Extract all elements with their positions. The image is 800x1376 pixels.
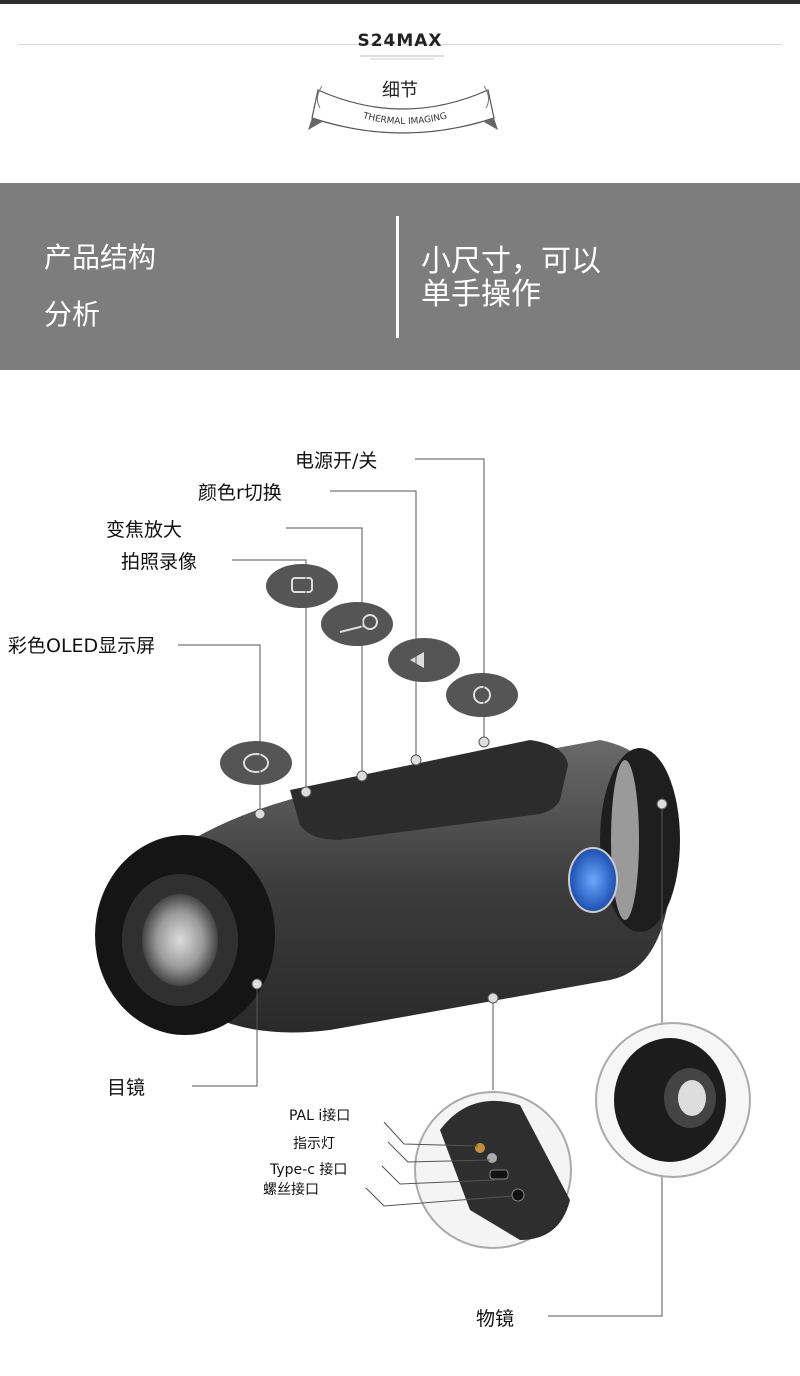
brand-logo-icon — [568, 847, 618, 913]
banner-right-line1: 小尺寸，可以 — [421, 244, 601, 279]
leader-lines — [178, 458, 663, 1317]
label-indicator: 指示灯 — [293, 1136, 335, 1152]
banner-left-line2: 分析 — [44, 298, 101, 331]
label-zoom: 变焦放大 — [106, 519, 183, 541]
ribbon-subtitle: THERMAL IMAGING — [361, 111, 448, 127]
label-typec-port: Type-c 接口 — [270, 1162, 348, 1178]
label-color-switch: 颜色r切换 — [198, 482, 282, 504]
zoom-button-icon — [321, 602, 393, 646]
feature-banner — [0, 183, 800, 370]
label-eyepiece: 目镜 — [107, 1077, 146, 1099]
ribbon-title: 细节 — [382, 80, 418, 101]
ribbon-badge — [308, 85, 498, 134]
svg-text:THERMAL IMAGING: THERMAL IMAGING — [361, 111, 448, 127]
banner-right-text: 小尺寸，可以 单手操作 — [421, 245, 661, 311]
control-panel — [290, 740, 568, 840]
label-objective: 物镜 — [476, 1308, 515, 1330]
device-illustration — [95, 458, 751, 1317]
label-pal-port: PAL i接口 — [289, 1108, 351, 1124]
banner-right-line2: 单手操作 — [421, 277, 541, 312]
port-leader-lines — [365, 1121, 513, 1207]
label-power: 电源开/关 — [295, 450, 378, 472]
header-rule — [18, 44, 782, 45]
oled-screen-icon — [220, 741, 292, 785]
brand-subtext-lines — [360, 55, 444, 60]
banner-left-text: 产品结构 分析 — [44, 229, 156, 343]
photo-button-icon — [266, 564, 338, 608]
top-border — [0, 0, 800, 4]
label-photo-record: 拍照录像 — [121, 551, 198, 573]
power-button-icon — [446, 673, 518, 717]
eyepiece-lens — [142, 894, 218, 986]
label-screw-port: 螺丝接口 — [263, 1182, 319, 1198]
banner-left-line1: 产品结构 — [44, 241, 157, 274]
brand-title: S24MAX — [357, 31, 443, 51]
banner-divider — [396, 216, 399, 338]
label-oled: 彩色OLED显示屏 — [8, 635, 156, 657]
leader-dots — [251, 736, 668, 1004]
